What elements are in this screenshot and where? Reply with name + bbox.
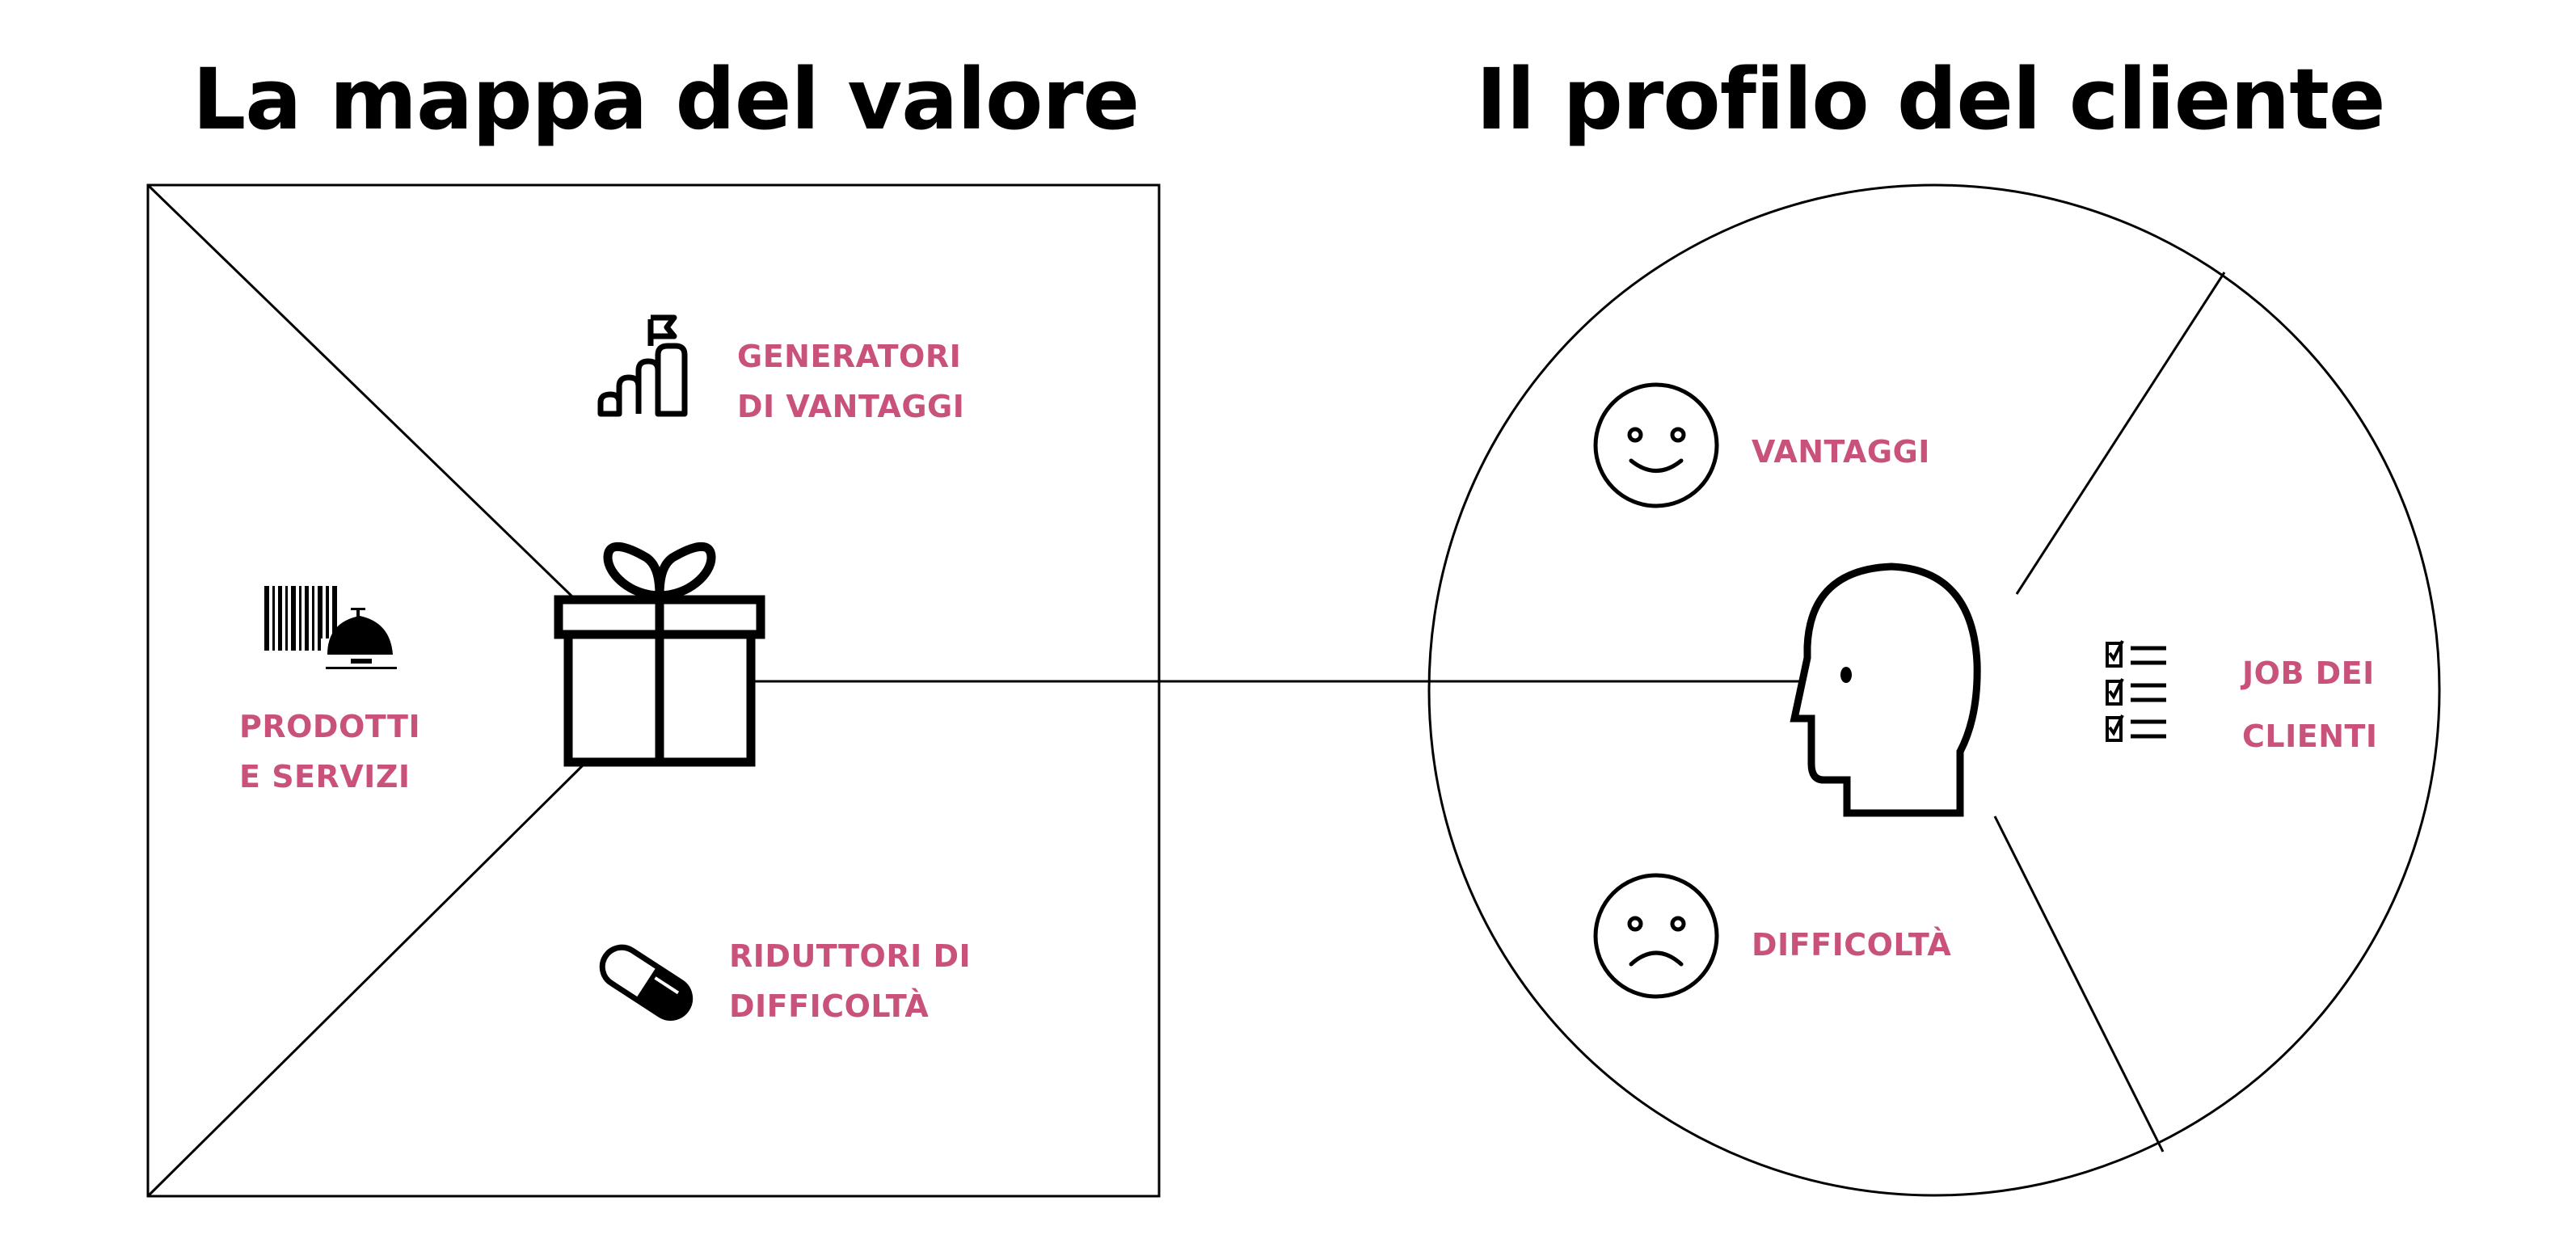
sad-face-icon bbox=[1593, 873, 1719, 999]
label-line: PRODOTTI bbox=[239, 709, 421, 744]
label-line: DIFFICOLTÀ bbox=[729, 988, 930, 1024]
smiley-face-icon bbox=[1593, 382, 1719, 508]
stairs-flag-icon bbox=[597, 314, 688, 417]
label-gains: VANTAGGI bbox=[1752, 427, 1930, 477]
label-line: DI VANTAGGI bbox=[737, 389, 965, 424]
head-profile-icon bbox=[1790, 563, 1981, 817]
checklist-icon bbox=[2106, 640, 2166, 742]
customer-profile-circle bbox=[1427, 183, 2441, 1197]
gift-icon bbox=[554, 542, 765, 767]
label-line: VANTAGGI bbox=[1752, 434, 1930, 470]
value-map-square bbox=[146, 183, 1161, 1198]
label-customer-jobs: JOB DEI CLIENTI bbox=[2242, 642, 2378, 768]
barcode-service-bell-icon bbox=[264, 586, 402, 671]
label-line: CLIENTI bbox=[2242, 718, 2378, 754]
label-line: RIDUTTORI DI bbox=[729, 938, 972, 974]
label-line: GENERATORI bbox=[737, 339, 962, 374]
customer-profile-title: Il profilo del cliente bbox=[1476, 50, 2386, 149]
label-line: DIFFICOLTÀ bbox=[1752, 927, 1952, 963]
label-line: JOB DEI bbox=[2242, 655, 2375, 691]
label-pain-relievers: RIDUTTORI DI DIFFICOLTÀ bbox=[729, 931, 971, 1031]
pill-icon bbox=[599, 944, 694, 1021]
value-map-title: La mappa del valore bbox=[192, 50, 1140, 149]
label-pains: DIFFICOLTÀ bbox=[1752, 920, 1951, 970]
label-gain-creators: GENERATORI DI VANTAGGI bbox=[737, 331, 964, 432]
label-line: E SERVIZI bbox=[239, 759, 411, 794]
label-products-services: PRODOTTI E SERVIZI bbox=[239, 702, 420, 802]
